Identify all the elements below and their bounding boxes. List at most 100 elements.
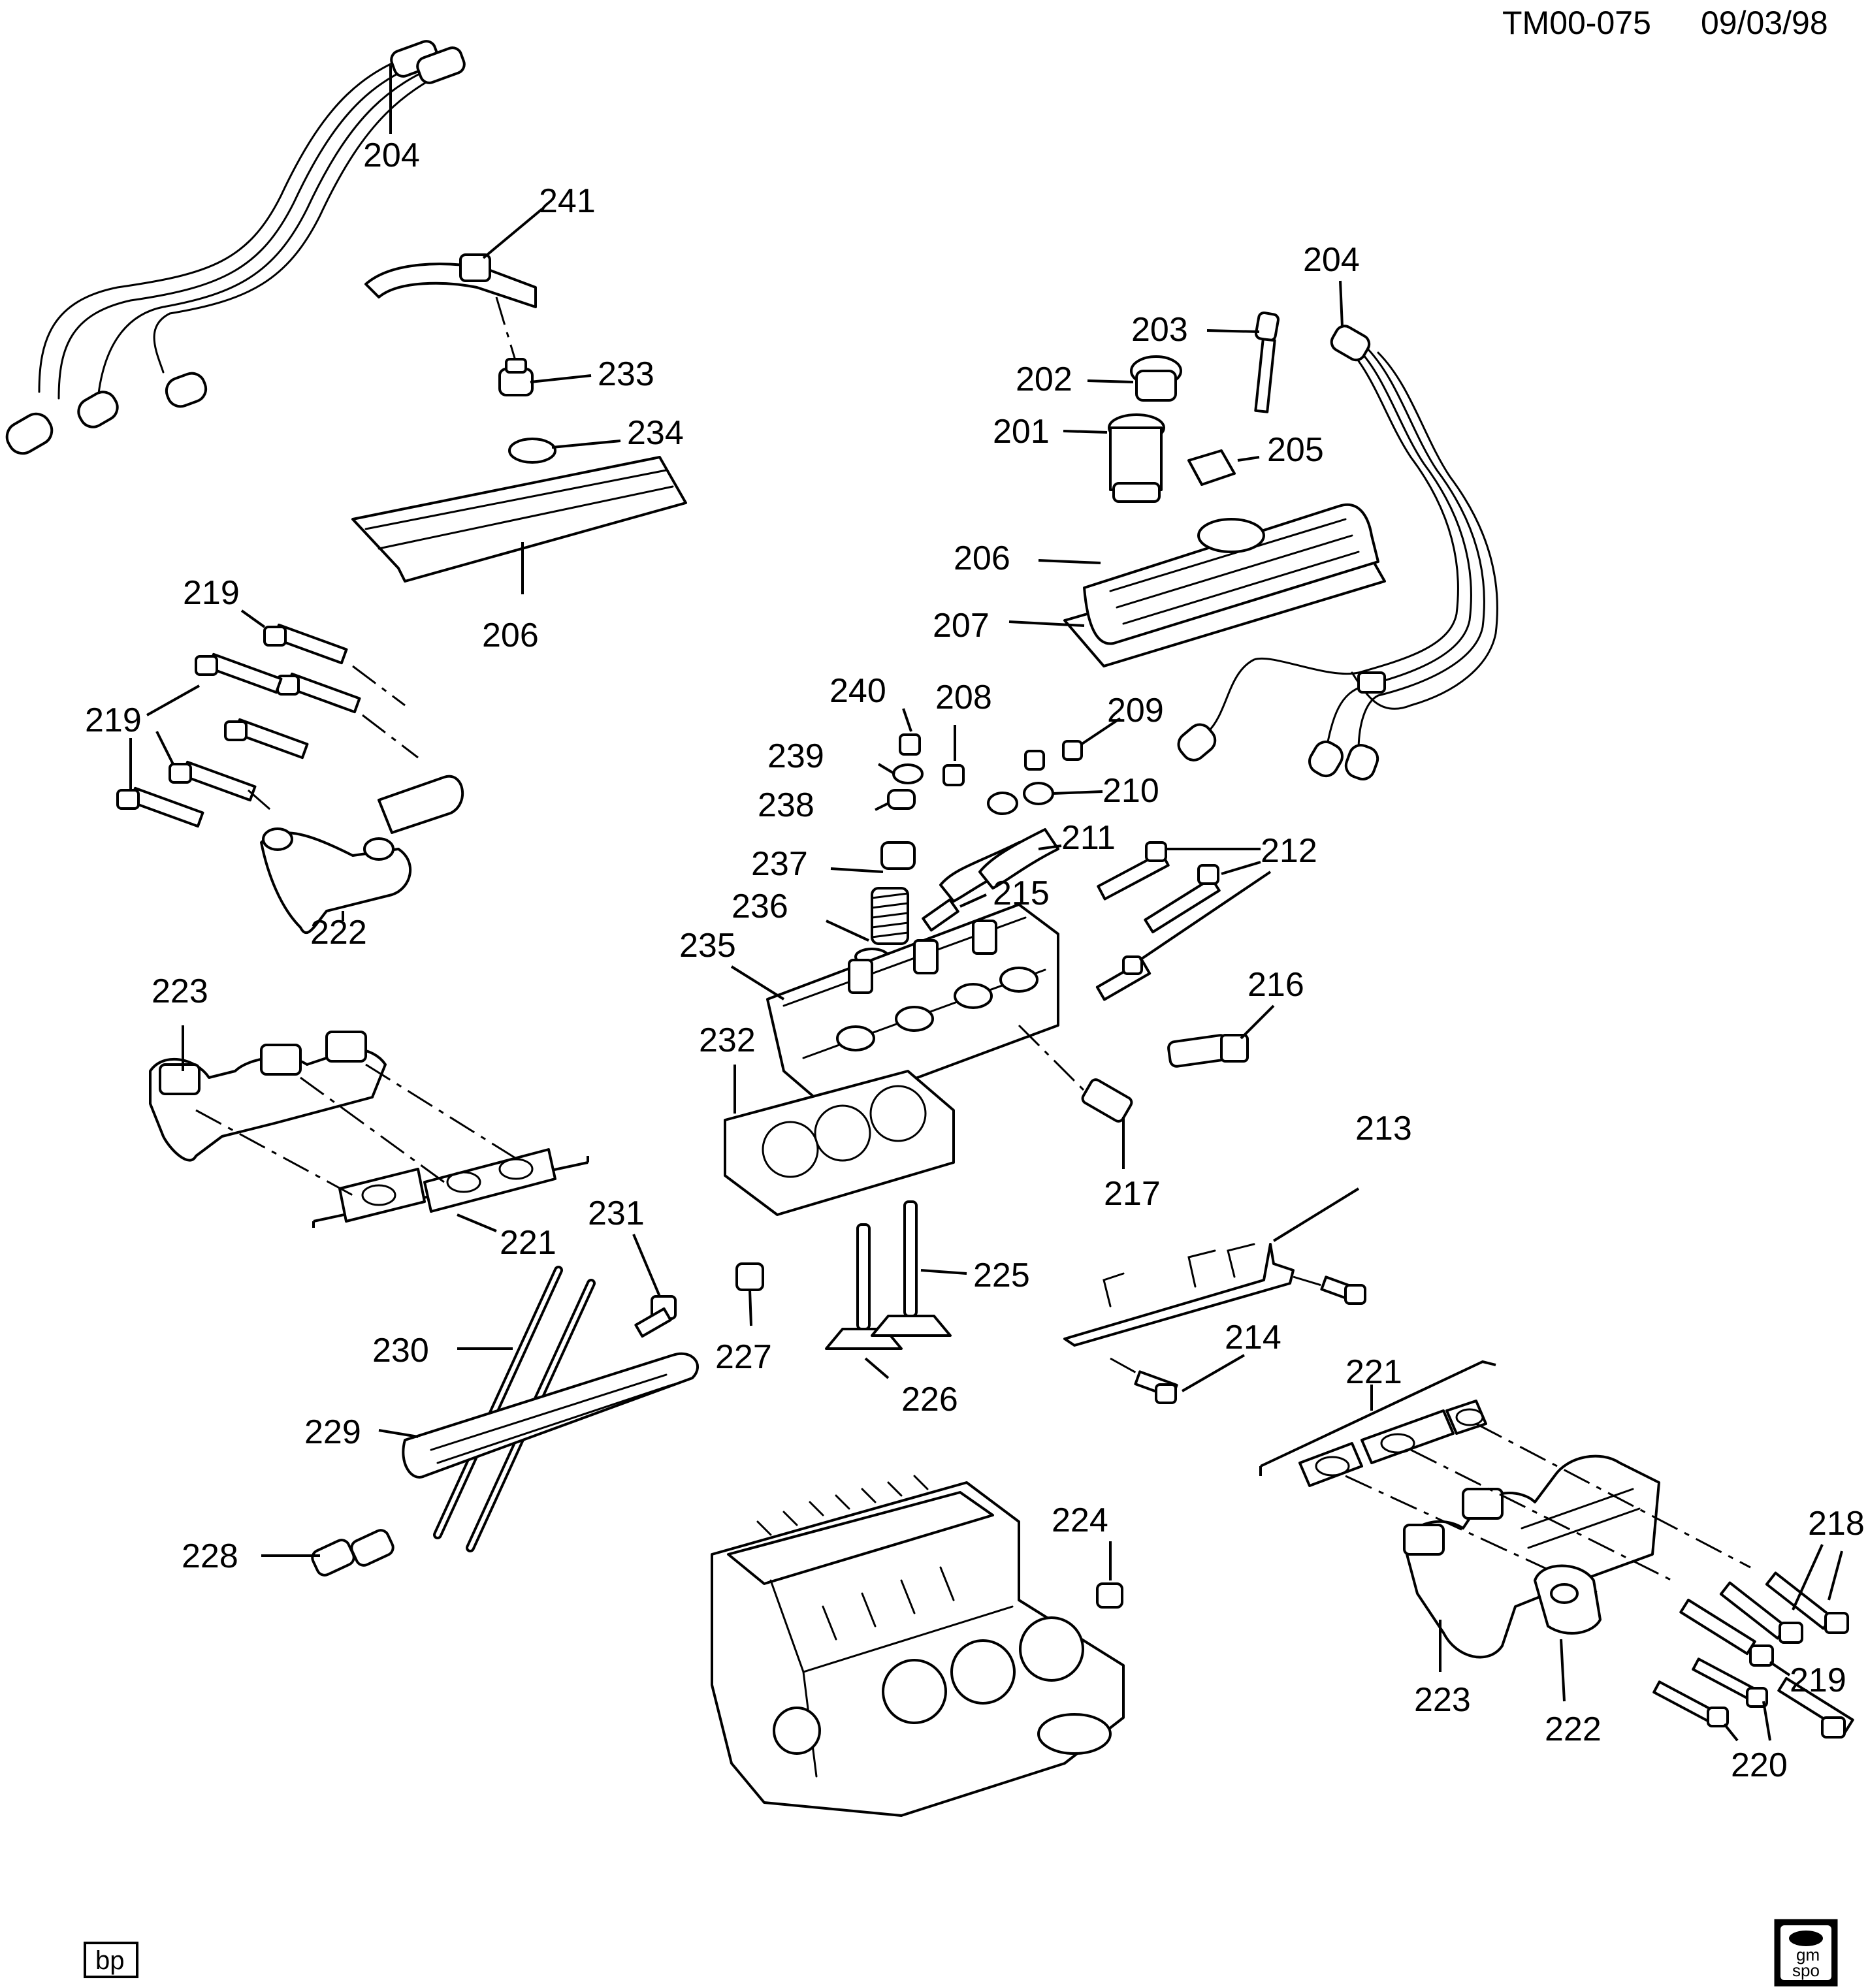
drawing-date: 09/03/98	[1701, 5, 1828, 41]
studs-220	[1652, 1658, 1768, 1727]
guide-bolt-231	[634, 1295, 677, 1338]
callout-205: 205	[1267, 431, 1324, 469]
callout-203: 203	[1131, 311, 1188, 349]
logo-text-spo: spo	[1792, 1961, 1820, 1980]
bolts-219-left	[116, 623, 361, 828]
callout-231: 231	[588, 1194, 645, 1232]
valves-225-226	[825, 1200, 952, 1350]
rocker-balls-210	[987, 782, 1054, 815]
harness-bolts-214	[1134, 1275, 1366, 1404]
exhaust-gasket-right	[1298, 1400, 1487, 1487]
callout-217: 217	[1104, 1175, 1161, 1213]
spark-plug-wires-right	[1177, 325, 1498, 780]
valve-cover-left	[351, 456, 687, 583]
valve-keeper-240	[899, 733, 921, 756]
oil-filler-cap	[1130, 355, 1182, 402]
logo-text-gm: gm	[1796, 1945, 1820, 1964]
callout-240: 240	[829, 672, 886, 710]
valve-spring-236	[871, 887, 909, 945]
gm-spo-logo: gm spo	[1774, 1919, 1838, 1987]
callout-219-lower: 219	[85, 701, 142, 739]
exhaust-manifold-left	[149, 1031, 387, 1162]
callout-201: 201	[993, 413, 1050, 451]
callout-204-left: 204	[363, 136, 420, 174]
callout-222-left: 222	[310, 914, 367, 952]
corner-code-box: bp	[84, 1942, 138, 1978]
callout-211: 211	[1061, 819, 1116, 857]
lifter-guide-229	[402, 1352, 700, 1479]
callout-206-left: 206	[482, 617, 539, 654]
bracket-222-right	[1534, 1564, 1602, 1635]
callout-239: 239	[767, 737, 824, 775]
engine-block	[711, 1475, 1125, 1817]
head-bolts-212	[1095, 841, 1221, 1001]
callout-216: 216	[1248, 966, 1304, 1004]
callout-235: 235	[679, 927, 736, 965]
valve-seal-238	[887, 789, 916, 810]
callout-234: 234	[627, 414, 684, 452]
callout-221-right: 221	[1345, 1353, 1402, 1391]
stud-bolt	[1254, 311, 1280, 413]
callout-212: 212	[1261, 832, 1317, 870]
pcv-grommet	[508, 438, 556, 464]
cylinder-head	[766, 903, 1059, 1112]
valve-cover-right	[1083, 503, 1379, 645]
exhaust-manifold-right	[1403, 1454, 1660, 1659]
callout-219-right: 219	[1790, 1661, 1846, 1699]
callout-209: 209	[1107, 692, 1164, 729]
harness-bracket-213	[1063, 1243, 1295, 1347]
valve-cap-237	[880, 841, 916, 870]
corner-code-text: bp	[95, 1946, 125, 1975]
drawing-id: TM00-075	[1502, 5, 1651, 41]
rocker-nuts-209	[1024, 740, 1083, 771]
rocker-arms-211	[939, 828, 1059, 903]
valve-retainer-239	[892, 763, 924, 784]
callout-221-left: 221	[500, 1224, 556, 1262]
callout-236: 236	[732, 888, 788, 925]
callout-208: 208	[935, 679, 992, 716]
pcv-valve	[498, 358, 534, 396]
callout-227: 227	[715, 1338, 772, 1376]
exhaust-gasket-left	[338, 1148, 556, 1223]
rocker-nut-208	[942, 764, 965, 786]
callout-206-right: 206	[954, 539, 1010, 577]
callout-238: 238	[758, 786, 814, 824]
valve-lifters-228	[311, 1529, 395, 1577]
oil-filler-tube	[1108, 413, 1165, 503]
pushrod-guide-215	[922, 898, 959, 932]
callout-237: 237	[751, 845, 808, 883]
callout-225: 225	[973, 1257, 1030, 1294]
callout-224: 224	[1052, 1501, 1108, 1539]
callout-233: 233	[598, 355, 654, 393]
freeze-plug-224	[1096, 1582, 1123, 1609]
callout-229: 229	[304, 1413, 361, 1451]
callout-223-left: 223	[152, 972, 208, 1010]
callout-218: 218	[1808, 1505, 1865, 1543]
callout-232: 232	[699, 1021, 756, 1059]
bracket-222-left	[260, 775, 464, 934]
wire-clip	[1187, 449, 1236, 486]
valve-seal-227	[735, 1262, 764, 1291]
temp-sensor-217	[1018, 1024, 1133, 1123]
callout-226: 226	[901, 1381, 958, 1419]
drain-plug-216	[1167, 1034, 1249, 1068]
callout-213: 213	[1355, 1110, 1412, 1147]
spark-plug-wires-left	[5, 40, 466, 455]
callout-207: 207	[933, 607, 990, 645]
callout-220: 220	[1731, 1746, 1788, 1784]
callout-210: 210	[1103, 772, 1159, 810]
head-gasket	[724, 1070, 955, 1216]
callout-222-right: 222	[1545, 1710, 1602, 1748]
bolts-219-right	[1679, 1598, 1854, 1739]
callout-223-right: 223	[1414, 1681, 1471, 1719]
callout-228: 228	[182, 1537, 238, 1575]
callout-230: 230	[372, 1332, 429, 1370]
callout-202: 202	[1016, 361, 1072, 398]
callout-214: 214	[1225, 1319, 1281, 1356]
callout-241: 241	[539, 182, 596, 220]
pcv-hose	[364, 253, 537, 308]
callout-219-upper: 219	[183, 574, 240, 612]
exhaust-gasket-right-frame	[1259, 1360, 1496, 1476]
callout-204-right: 204	[1303, 241, 1360, 279]
